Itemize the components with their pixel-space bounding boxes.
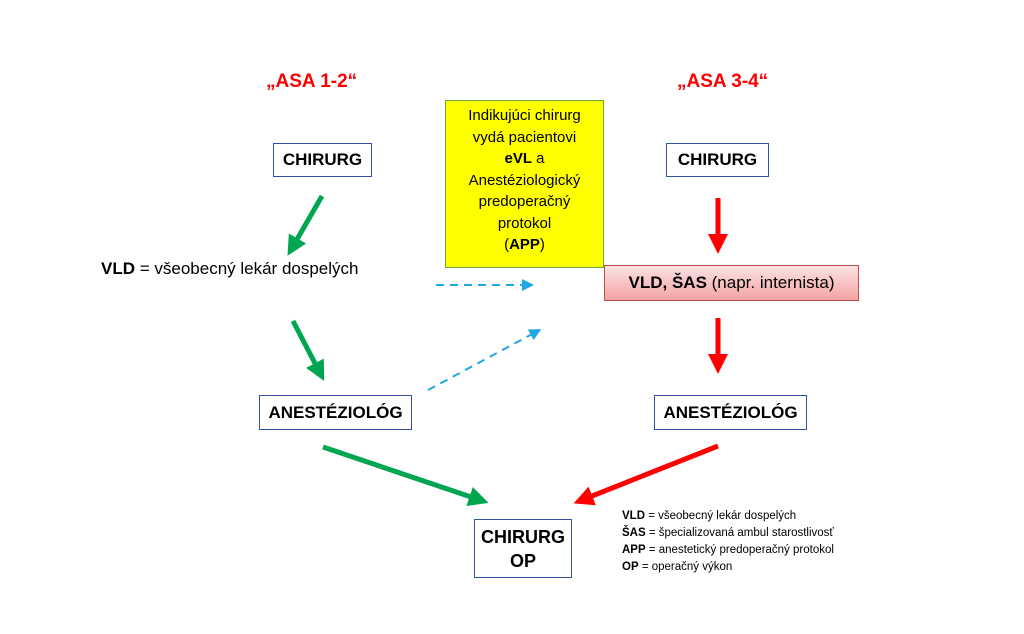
left-anesthesiologist-label: ANESTÉZIOLÓG (268, 402, 403, 422)
green-arrow-anesthesiologist-to-op (322, 444, 489, 506)
final-op-label: OP (509, 550, 536, 571)
legend-app-text: = anestetický predoperačný protokol (645, 544, 834, 556)
final-surgeon-op-box: CHIRURG OP (474, 519, 572, 578)
note-paren-close: ) (539, 236, 545, 253)
note-line-6: protokol (497, 214, 552, 232)
right-vld-sas-bold: VLD, ŠAS (628, 273, 707, 292)
legend-op-abbr: OP (622, 561, 639, 573)
left-surgeon-label: CHIRURG (282, 150, 363, 169)
legend-sas-text: = špecializovaná ambul starostlivosť (645, 527, 834, 539)
legend: VLD = všeobecný lekár dospelých ŠAS = šp… (622, 508, 834, 576)
note-line-2: vydá pacientovi (472, 128, 577, 146)
right-anesthesiologist-box: ANESTÉZIOLÓG (654, 395, 807, 430)
legend-vld-abbr: VLD (622, 510, 645, 522)
left-vld-rest: = všeobecný lekár dospelých (135, 259, 359, 278)
note-evl: eVL (504, 150, 532, 167)
note-line-7: (APP) (446, 234, 603, 256)
note-app: APP (509, 236, 540, 253)
right-surgeon-box: CHIRURG (666, 143, 769, 177)
left-surgeon-box: CHIRURG (273, 143, 372, 177)
asa-3-4-label: „ASA 3-4“ (677, 71, 768, 93)
legend-item-app: APP = anestetický predoperačný protokol (622, 542, 834, 559)
legend-item-sas: ŠAS = špecializovaná ambul starostlivosť (622, 525, 834, 542)
right-vld-sas-box: VLD, ŠAS (napr. internista) (604, 265, 859, 301)
note-line-5: predoperačný (478, 193, 571, 210)
note-line-1: Indikujúci chirurg (468, 107, 581, 124)
right-anesthesiologist-label: ANESTÉZIOLÓG (663, 402, 798, 422)
legend-op-text: = operačný výkon (638, 561, 733, 573)
legend-item-vld: VLD = všeobecný lekár dospelých (622, 508, 834, 525)
legend-item-op: OP = operačný výkon (622, 559, 834, 576)
asa-3-4-text: „ASA 3-4“ (677, 71, 769, 92)
green-arrow-vld-to-anesthesiologist (290, 319, 325, 381)
red-arrow-anesthesiologist-to-op (573, 443, 719, 506)
note-paren-open: ( (504, 236, 510, 253)
left-anesthesiologist-box: ANESTÉZIOLÓG (259, 395, 412, 430)
left-vld-abbr: VLD (101, 259, 135, 278)
final-surgeon-label: CHIRURG (481, 526, 565, 547)
legend-app-abbr: APP (622, 544, 646, 556)
note-evl-suffix: a (532, 150, 545, 167)
note-line-4: Anestéziologický (468, 171, 581, 189)
center-note-box: Indikujúci chirurg vydá pacientovi eVL a… (445, 100, 604, 268)
right-surgeon-label: CHIRURG (677, 150, 758, 169)
green-arrow-surgeon-to-vld (287, 194, 325, 256)
legend-vld-text: = všeobecný lekár dospelých (645, 510, 797, 522)
dashed-arrow-anesthesiologist-to-note (427, 329, 542, 391)
asa-1-2-text: „ASA 1-2“ (266, 71, 358, 92)
note-line-3: eVL a (446, 148, 603, 170)
left-vld-line: VLD = všeobecný lekár dospelých (101, 259, 359, 279)
asa-1-2-label: „ASA 1-2“ (266, 71, 357, 93)
legend-sas-abbr: ŠAS (622, 527, 646, 539)
right-vld-sas-rest: (napr. internista) (706, 273, 835, 292)
